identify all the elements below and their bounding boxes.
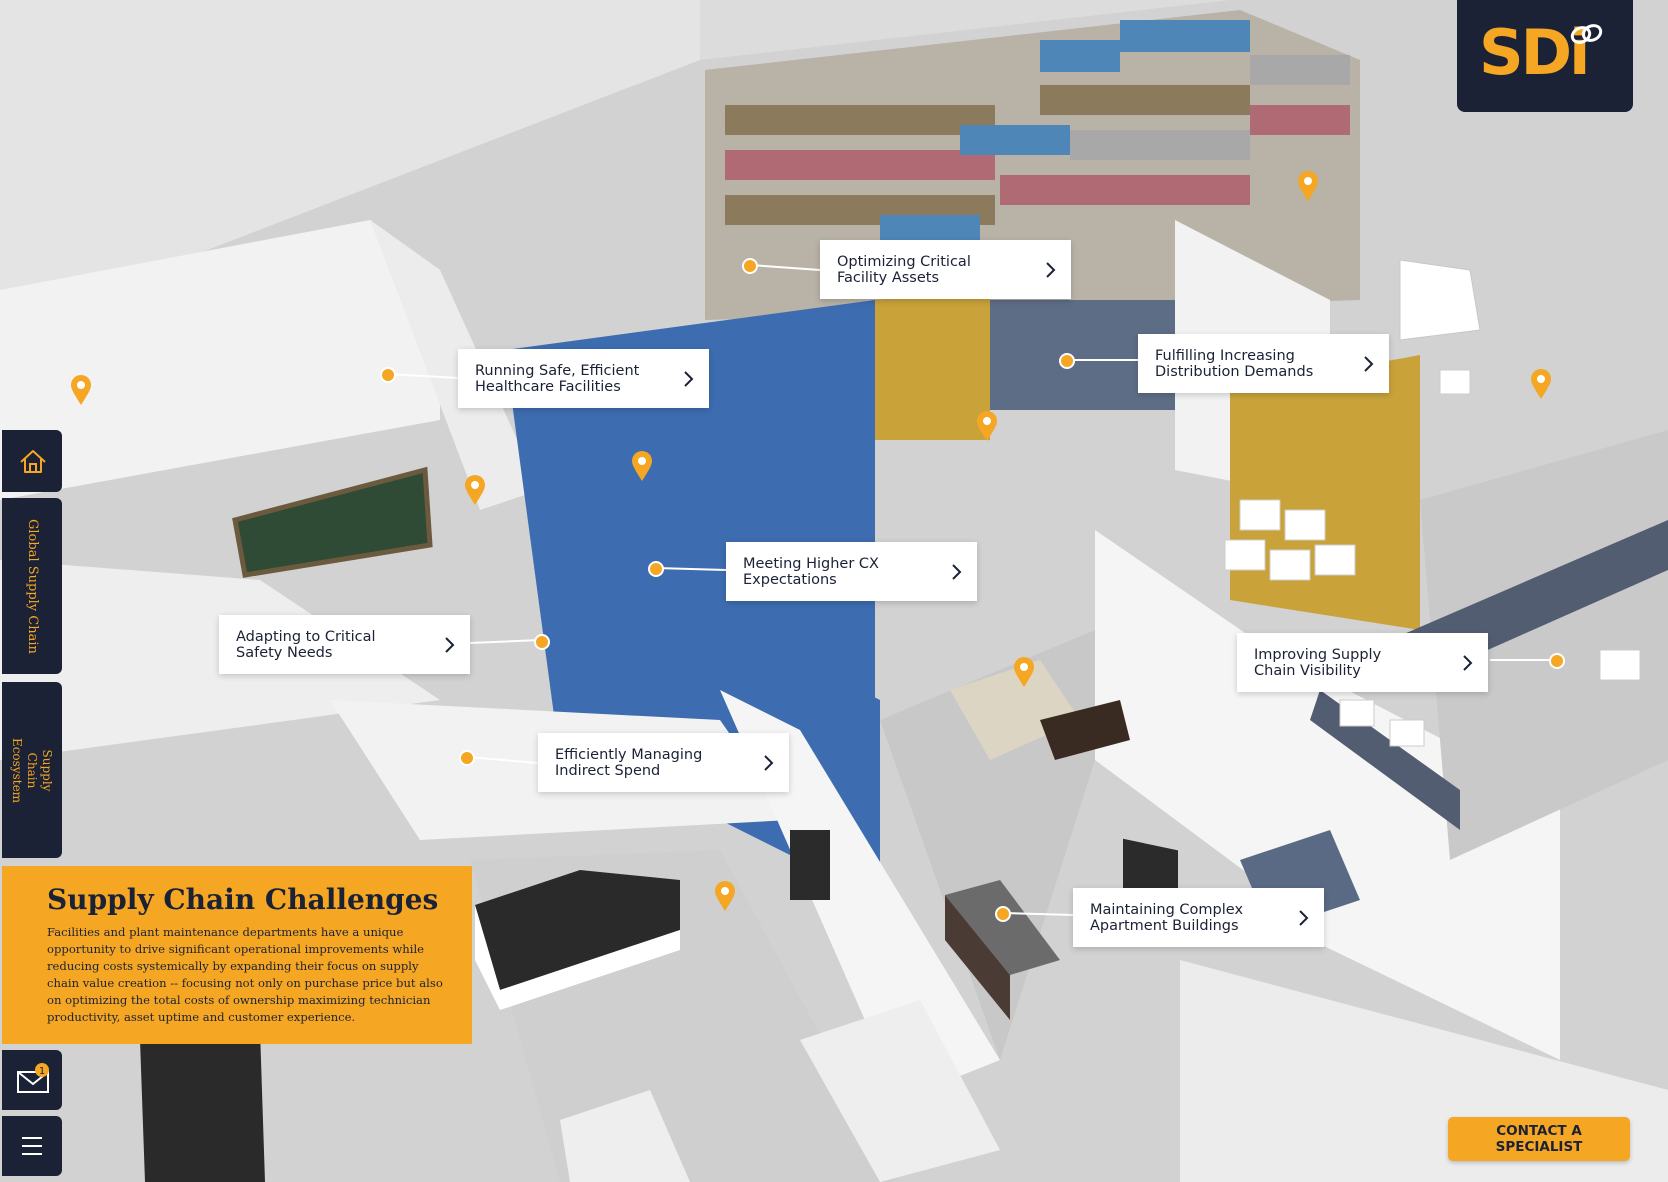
- location-pin-icon[interactable]: [1297, 170, 1319, 202]
- callout-anchor-dot: [459, 750, 475, 766]
- sidebar-item-label: Supply Chain Ecosystem: [10, 737, 55, 803]
- callout-label: Meeting Higher CX Expectations: [743, 555, 879, 588]
- callout-anchor-dot: [1549, 653, 1565, 669]
- callout-anchor-dot: [534, 634, 550, 650]
- callout-label: Fulfilling Increasing Distribution Deman…: [1155, 347, 1314, 380]
- home-button[interactable]: [2, 430, 62, 492]
- callout-optimizing-critical-facility-assets[interactable]: Optimizing Critical Facility Assets: [820, 240, 1071, 299]
- callout-anchor-dot: [380, 367, 396, 383]
- location-pin-icon[interactable]: [1530, 368, 1552, 400]
- callout-meeting-higher-cx-expectations[interactable]: Meeting Higher CX Expectations: [726, 542, 977, 601]
- supply-chain-challenges-panel: Supply Chain Challenges Facilities and p…: [2, 866, 472, 1044]
- chevron-right-icon: [684, 370, 694, 387]
- callout-label: Maintaining Complex Apartment Buildings: [1090, 901, 1244, 934]
- callout-adapting-to-critical-safety-needs[interactable]: Adapting to Critical Safety Needs: [219, 615, 470, 674]
- callout-efficiently-managing-indirect-spend[interactable]: Efficiently Managing Indirect Spend: [538, 733, 789, 792]
- callout-label: Improving Supply Chain Visibility: [1254, 646, 1382, 679]
- chevron-right-icon: [1463, 654, 1473, 671]
- sdi-logo[interactable]: SDi: [1457, 0, 1633, 112]
- envelope-icon: 1: [17, 1063, 49, 1093]
- callout-maintaining-complex-apartment-buildings[interactable]: Maintaining Complex Apartment Buildings: [1073, 888, 1324, 947]
- chevron-right-icon: [952, 563, 962, 580]
- callout-anchor-dot: [1059, 353, 1075, 369]
- callout-label: Optimizing Critical Facility Assets: [837, 253, 971, 286]
- home-icon: [20, 450, 46, 473]
- chevron-right-icon: [1046, 261, 1056, 278]
- location-pin-icon[interactable]: [714, 880, 736, 912]
- chevron-right-icon: [445, 636, 455, 653]
- callout-running-safe-efficient-healthcare-facilities[interactable]: Running Safe, Efficient Healthcare Facil…: [458, 349, 709, 408]
- chevron-right-icon: [764, 754, 774, 771]
- chain-link-icon: [1570, 24, 1603, 44]
- logo-text: SDi: [1479, 16, 1590, 89]
- hamburger-menu-icon: [22, 1137, 42, 1155]
- location-pin-icon[interactable]: [1013, 656, 1035, 688]
- callout-label: Running Safe, Efficient Healthcare Facil…: [475, 362, 640, 395]
- notification-badge: 1: [35, 1063, 49, 1077]
- menu-button[interactable]: [2, 1116, 62, 1176]
- notification-badge-count: 1: [39, 1066, 45, 1077]
- callout-anchor-dot: [742, 258, 758, 274]
- location-pin-icon[interactable]: [976, 410, 998, 442]
- callout-fulfilling-increasing-distribution-demands[interactable]: Fulfilling Increasing Distribution Deman…: [1138, 334, 1389, 393]
- sidebar-item-global-supply-chain[interactable]: Global Supply Chain: [2, 498, 62, 674]
- callout-improving-supply-chain-visibility[interactable]: Improving Supply Chain Visibility: [1237, 633, 1488, 692]
- panel-body: Facilities and plant maintenance departm…: [47, 925, 443, 1024]
- callout-anchor-dot: [648, 561, 664, 577]
- callout-anchor-dot: [995, 906, 1011, 922]
- location-pin-icon[interactable]: [464, 474, 486, 506]
- callout-label: Adapting to Critical Safety Needs: [236, 628, 376, 661]
- chevron-right-icon: [1364, 355, 1374, 372]
- sidebar-item-label: Global Supply Chain: [25, 518, 40, 654]
- callout-label: Efficiently Managing Indirect Spend: [555, 746, 703, 779]
- contact-specialist-button[interactable]: CONTACT A SPECIALIST: [1448, 1117, 1630, 1161]
- warehouse-shelves: [725, 20, 1350, 410]
- chevron-right-icon: [1299, 909, 1309, 926]
- sidebar-item-supply-chain-ecosystem[interactable]: Supply Chain Ecosystem: [2, 682, 62, 858]
- panel-title: Supply Chain Challenges: [47, 883, 439, 916]
- location-pin-icon[interactable]: [70, 374, 92, 406]
- messages-button[interactable]: 1: [2, 1050, 62, 1110]
- location-pin-icon[interactable]: [631, 450, 653, 482]
